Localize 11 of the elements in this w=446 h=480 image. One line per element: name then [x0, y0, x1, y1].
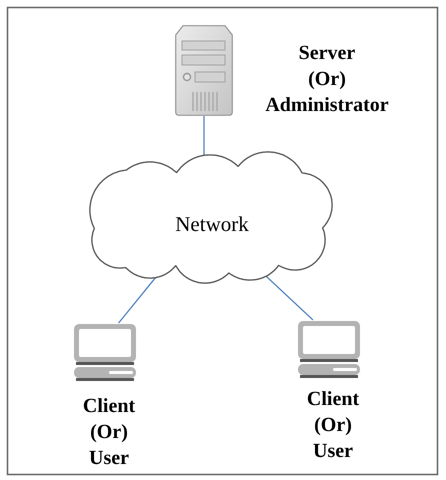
desktop-computer-icon	[73, 323, 137, 382]
server-label: Server (Or) Administrator	[265, 41, 389, 118]
connector-line	[266, 276, 314, 320]
connector-line	[203, 116, 205, 156]
client-label: Client (Or) User	[82, 394, 136, 471]
network-label: Network	[175, 212, 249, 236]
client-label: Client (Or) User	[306, 387, 360, 464]
desktop-computer-icon	[297, 320, 361, 379]
server-tower-icon	[175, 25, 233, 116]
network-cloud	[89, 151, 334, 285]
connector-line	[118, 277, 156, 324]
